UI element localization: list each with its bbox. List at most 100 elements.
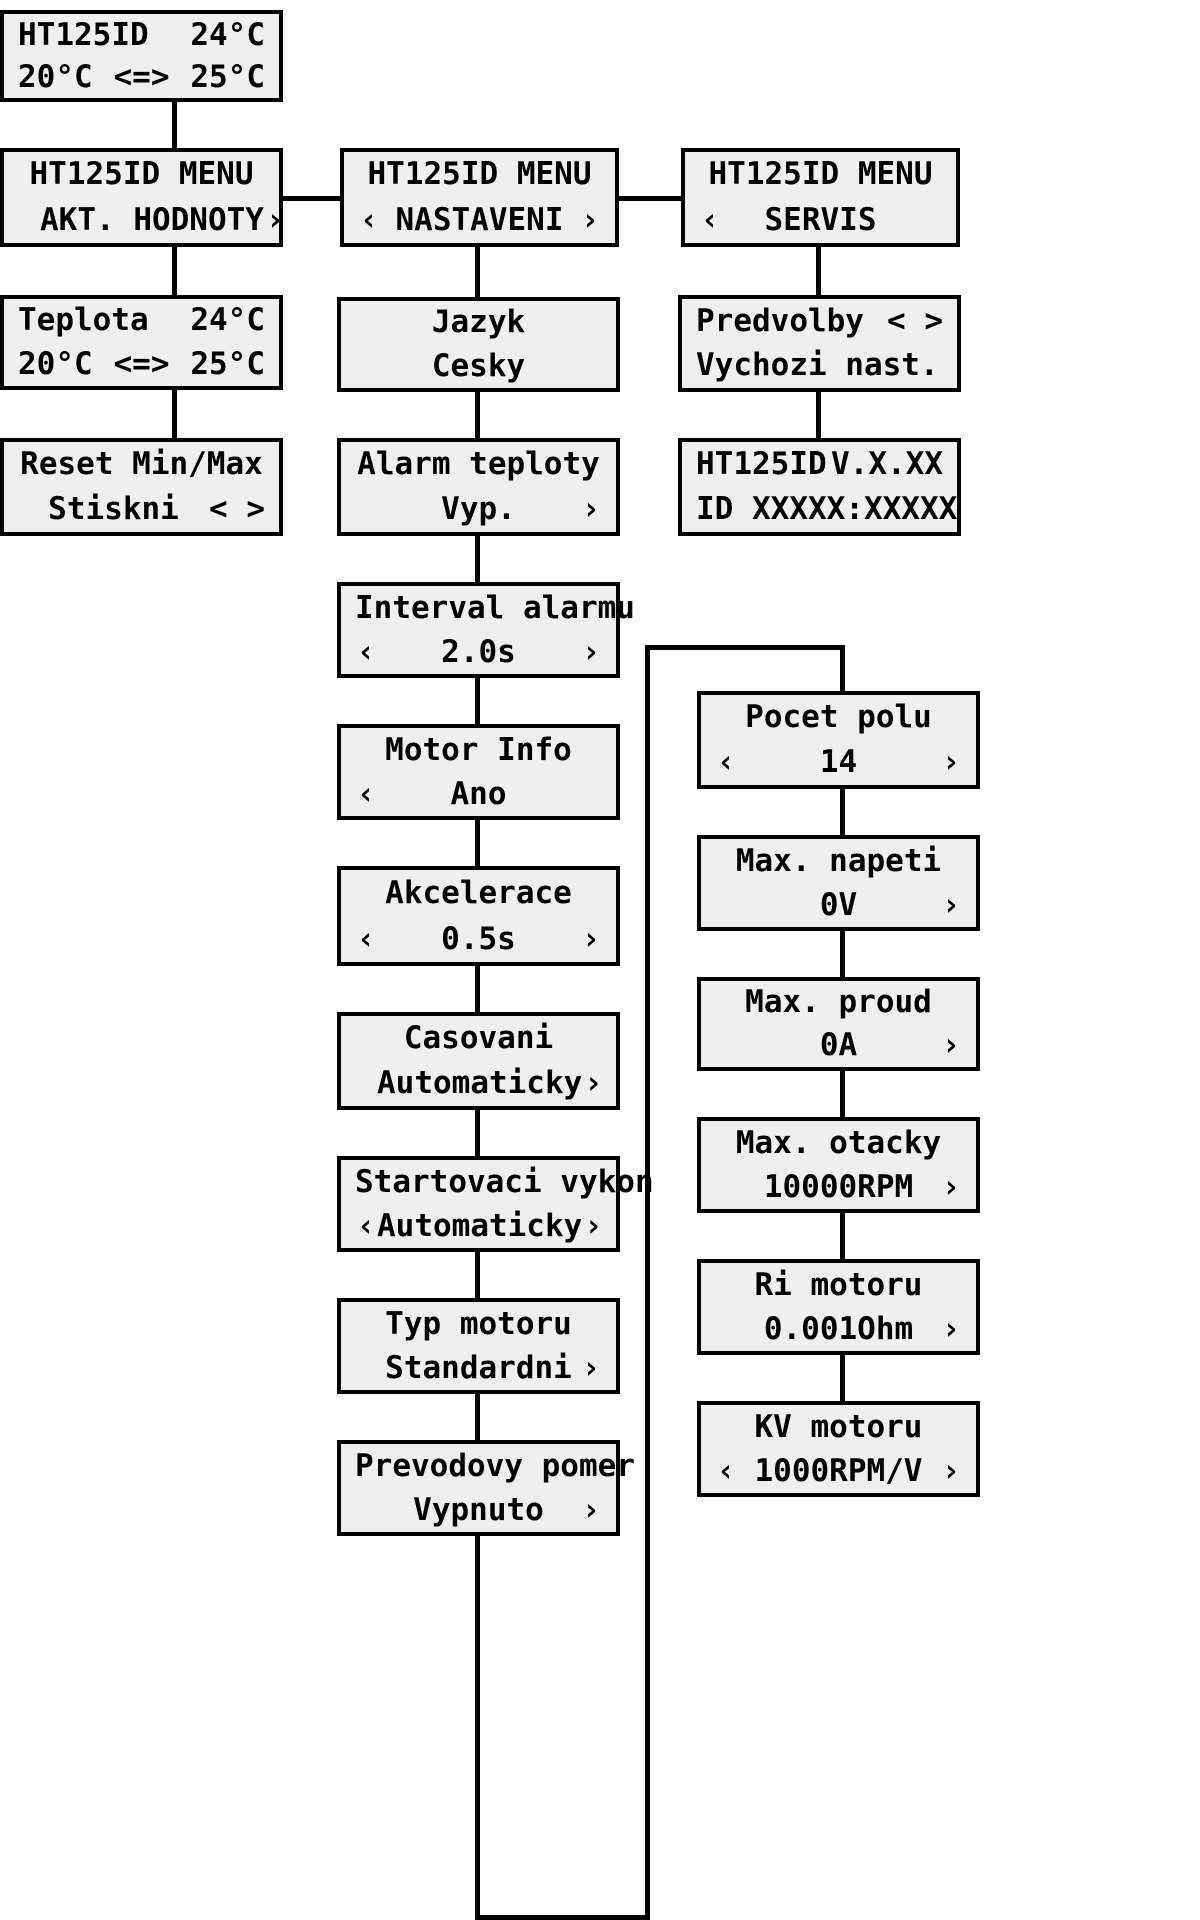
right-arrow-icon[interactable]: ›	[581, 491, 601, 527]
menu-nastaveni-label: NASTAVENI	[395, 201, 564, 238]
casovani-line-2: Automaticky ›	[341, 1061, 616, 1106]
right-arrow-icon[interactable]: ›	[941, 744, 961, 780]
connector-right-branch-to-pocetpolu	[840, 645, 845, 691]
kvmotoru-line-1: KV motoru	[701, 1405, 976, 1449]
menu-akt-line-1: HT125ID MENU	[4, 152, 279, 198]
menu-akt-line-2: AKT. HODNOTY ›	[4, 198, 284, 244]
predvolby-line-1: Predvolby < >	[682, 299, 957, 344]
alarm-line-1: Alarm teploty	[341, 442, 616, 487]
akcelerace-line-1: Akcelerace	[341, 870, 616, 916]
typmotoru-value: Standardni	[385, 1349, 572, 1386]
reset-min-max-screen[interactable]: Reset Min/Max Stiskni < >	[0, 438, 283, 536]
verze-screen[interactable]: HT125ID V.X.XX ID XXXXX:XXXXX	[678, 438, 961, 536]
connector-akt-to-teplota	[172, 247, 177, 295]
prev-next-arrows-icon[interactable]: < >	[209, 491, 265, 527]
right-arrow-icon[interactable]: ›	[941, 886, 961, 923]
typmotoru-title: Typ motoru	[385, 1305, 572, 1342]
akcelerace-value: 0.5s	[441, 920, 516, 957]
akcelerace-line-2: ‹ 0.5s ›	[341, 916, 616, 962]
menu-servis-label: SERVIS	[764, 201, 877, 238]
left-arrow-icon[interactable]: ‹	[356, 633, 376, 670]
home-temp-max: 25°C	[190, 58, 265, 95]
connector-home-to-akt	[172, 102, 177, 148]
menu-servis-screen[interactable]: HT125ID MENU ‹ SERVIS	[681, 148, 960, 247]
right-arrow-icon[interactable]: ›	[941, 1168, 961, 1205]
left-arrow-icon[interactable]: ‹	[359, 201, 379, 238]
prevodovy-pomer-screen[interactable]: Prevodovy pomer Vypnuto ›	[337, 1440, 635, 1536]
akcelerace-screen[interactable]: Akcelerace ‹ 0.5s ›	[337, 866, 620, 966]
right-arrow-icon[interactable]: ›	[941, 1310, 961, 1347]
startovaci-vykon-screen[interactable]: Startovaci vykon ‹ Automaticky ›	[337, 1156, 654, 1252]
verze-line-2: ID XXXXX:XXXXX	[682, 487, 957, 532]
menu-nastaveni-line-2: ‹ NASTAVENI ›	[344, 198, 615, 244]
kvmotoru-line-2: ‹ 1000RPM/V ›	[701, 1449, 976, 1493]
alarm-teploty-screen[interactable]: Alarm teploty Vyp. ›	[337, 438, 620, 536]
akcelerace-title: Akcelerace	[385, 874, 572, 911]
menu-servis-line-1: HT125ID MENU	[685, 152, 956, 198]
right-arrow-icon[interactable]: ›	[581, 633, 601, 670]
range-arrow-icon: <=>	[113, 345, 170, 382]
alarm-value: Vyp.	[441, 491, 516, 527]
right-arrow-icon[interactable]: ›	[581, 1491, 601, 1528]
teplota-label: Teplota	[18, 302, 149, 339]
predvolby-value: Vychozi nast.	[696, 347, 939, 384]
right-arrow-icon[interactable]: ›	[265, 201, 285, 238]
casovani-value: Automaticky	[377, 1065, 583, 1101]
maxotacky-line-1: Max. otacky	[701, 1121, 976, 1165]
prev-next-arrows-icon[interactable]: < >	[887, 302, 943, 339]
menu-akt-hodnoty-screen[interactable]: HT125ID MENU AKT. HODNOTY ›	[0, 148, 284, 247]
motorinfo-line-2: ‹ Ano	[341, 772, 616, 816]
predvolby-line-2: Vychozi nast.	[682, 344, 957, 389]
max-napeti-screen[interactable]: Max. napeti 0V ›	[697, 835, 980, 931]
connector-typmotoru-to-prevodovy	[475, 1394, 480, 1440]
right-arrow-icon[interactable]: ›	[581, 920, 601, 957]
alarm-title: Alarm teploty	[357, 446, 600, 482]
connector-akt-to-nastaveni	[283, 196, 340, 201]
left-arrow-icon[interactable]: ‹	[700, 201, 720, 238]
kv-motoru-screen[interactable]: KV motoru ‹ 1000RPM/V ›	[697, 1401, 980, 1497]
jazyk-screen[interactable]: Jazyk Cesky	[337, 297, 620, 392]
verze-line-1: HT125ID V.X.XX	[682, 442, 957, 487]
left-arrow-icon[interactable]: ‹	[356, 1207, 376, 1244]
home-line-1: HT125ID 24°C	[4, 14, 279, 56]
connector-nastaveni-to-jazyk	[475, 247, 480, 297]
pocet-polu-screen[interactable]: Pocet polu ‹ 14 ›	[697, 691, 980, 789]
casovani-screen[interactable]: Casovani Automaticky ›	[337, 1012, 620, 1110]
maxproud-title: Max. proud	[745, 984, 932, 1020]
max-proud-screen[interactable]: Max. proud 0A ›	[697, 977, 980, 1071]
right-arrow-icon[interactable]: ›	[581, 1349, 601, 1386]
home-device-label: HT125ID	[18, 16, 149, 53]
menu-nastaveni-screen[interactable]: HT125ID MENU ‹ NASTAVENI ›	[340, 148, 619, 247]
typ-motoru-screen[interactable]: Typ motoru Standardni ›	[337, 1298, 620, 1394]
motorinfo-title: Motor Info	[385, 731, 572, 768]
predvolby-screen[interactable]: Predvolby < > Vychozi nast.	[678, 295, 961, 392]
right-arrow-icon[interactable]: ›	[583, 1065, 603, 1101]
left-arrow-icon[interactable]: ‹	[716, 1452, 736, 1489]
home-temperature-value: 24°C	[190, 16, 265, 53]
pocetpolu-title: Pocet polu	[745, 699, 932, 735]
typmotoru-line-1: Typ motoru	[341, 1302, 616, 1346]
left-arrow-icon[interactable]: ‹	[356, 775, 376, 812]
right-arrow-icon[interactable]: ›	[580, 201, 600, 238]
right-arrow-icon[interactable]: ›	[583, 1207, 603, 1244]
left-arrow-icon[interactable]: ‹	[716, 744, 736, 780]
max-otacky-screen[interactable]: Max. otacky 10000RPM ›	[697, 1117, 980, 1213]
verze-device-label: HT125ID	[696, 446, 827, 482]
rimotoru-title: Ri motoru	[754, 1266, 923, 1303]
jazyk-title: Jazyk	[431, 304, 526, 341]
interval-alarmu-screen[interactable]: Interval alarmu ‹ 2.0s ›	[337, 582, 635, 678]
pocetpolu-line-2: ‹ 14 ›	[701, 740, 976, 785]
reset-title: Reset Min/Max	[20, 446, 263, 482]
motor-info-screen[interactable]: Motor Info ‹ Ano	[337, 724, 620, 820]
maxotacky-title: Max. otacky	[735, 1124, 942, 1161]
right-arrow-icon[interactable]: ›	[941, 1027, 961, 1063]
teplota-screen[interactable]: Teplota 24°C 20°C <=> 25°C	[0, 295, 283, 390]
menu-servis-title: HT125ID MENU	[708, 156, 933, 193]
right-arrow-icon[interactable]: ›	[941, 1452, 961, 1489]
home-screen[interactable]: HT125ID 24°C 20°C <=> 25°C	[0, 10, 283, 102]
ri-motoru-screen[interactable]: Ri motoru 0.001Ohm ›	[697, 1259, 980, 1355]
maxnapeti-line-1: Max. napeti	[701, 839, 976, 883]
motorinfo-line-1: Motor Info	[341, 728, 616, 772]
left-arrow-icon[interactable]: ‹	[356, 920, 376, 957]
connector-casovani-to-startovaci	[475, 1110, 480, 1156]
